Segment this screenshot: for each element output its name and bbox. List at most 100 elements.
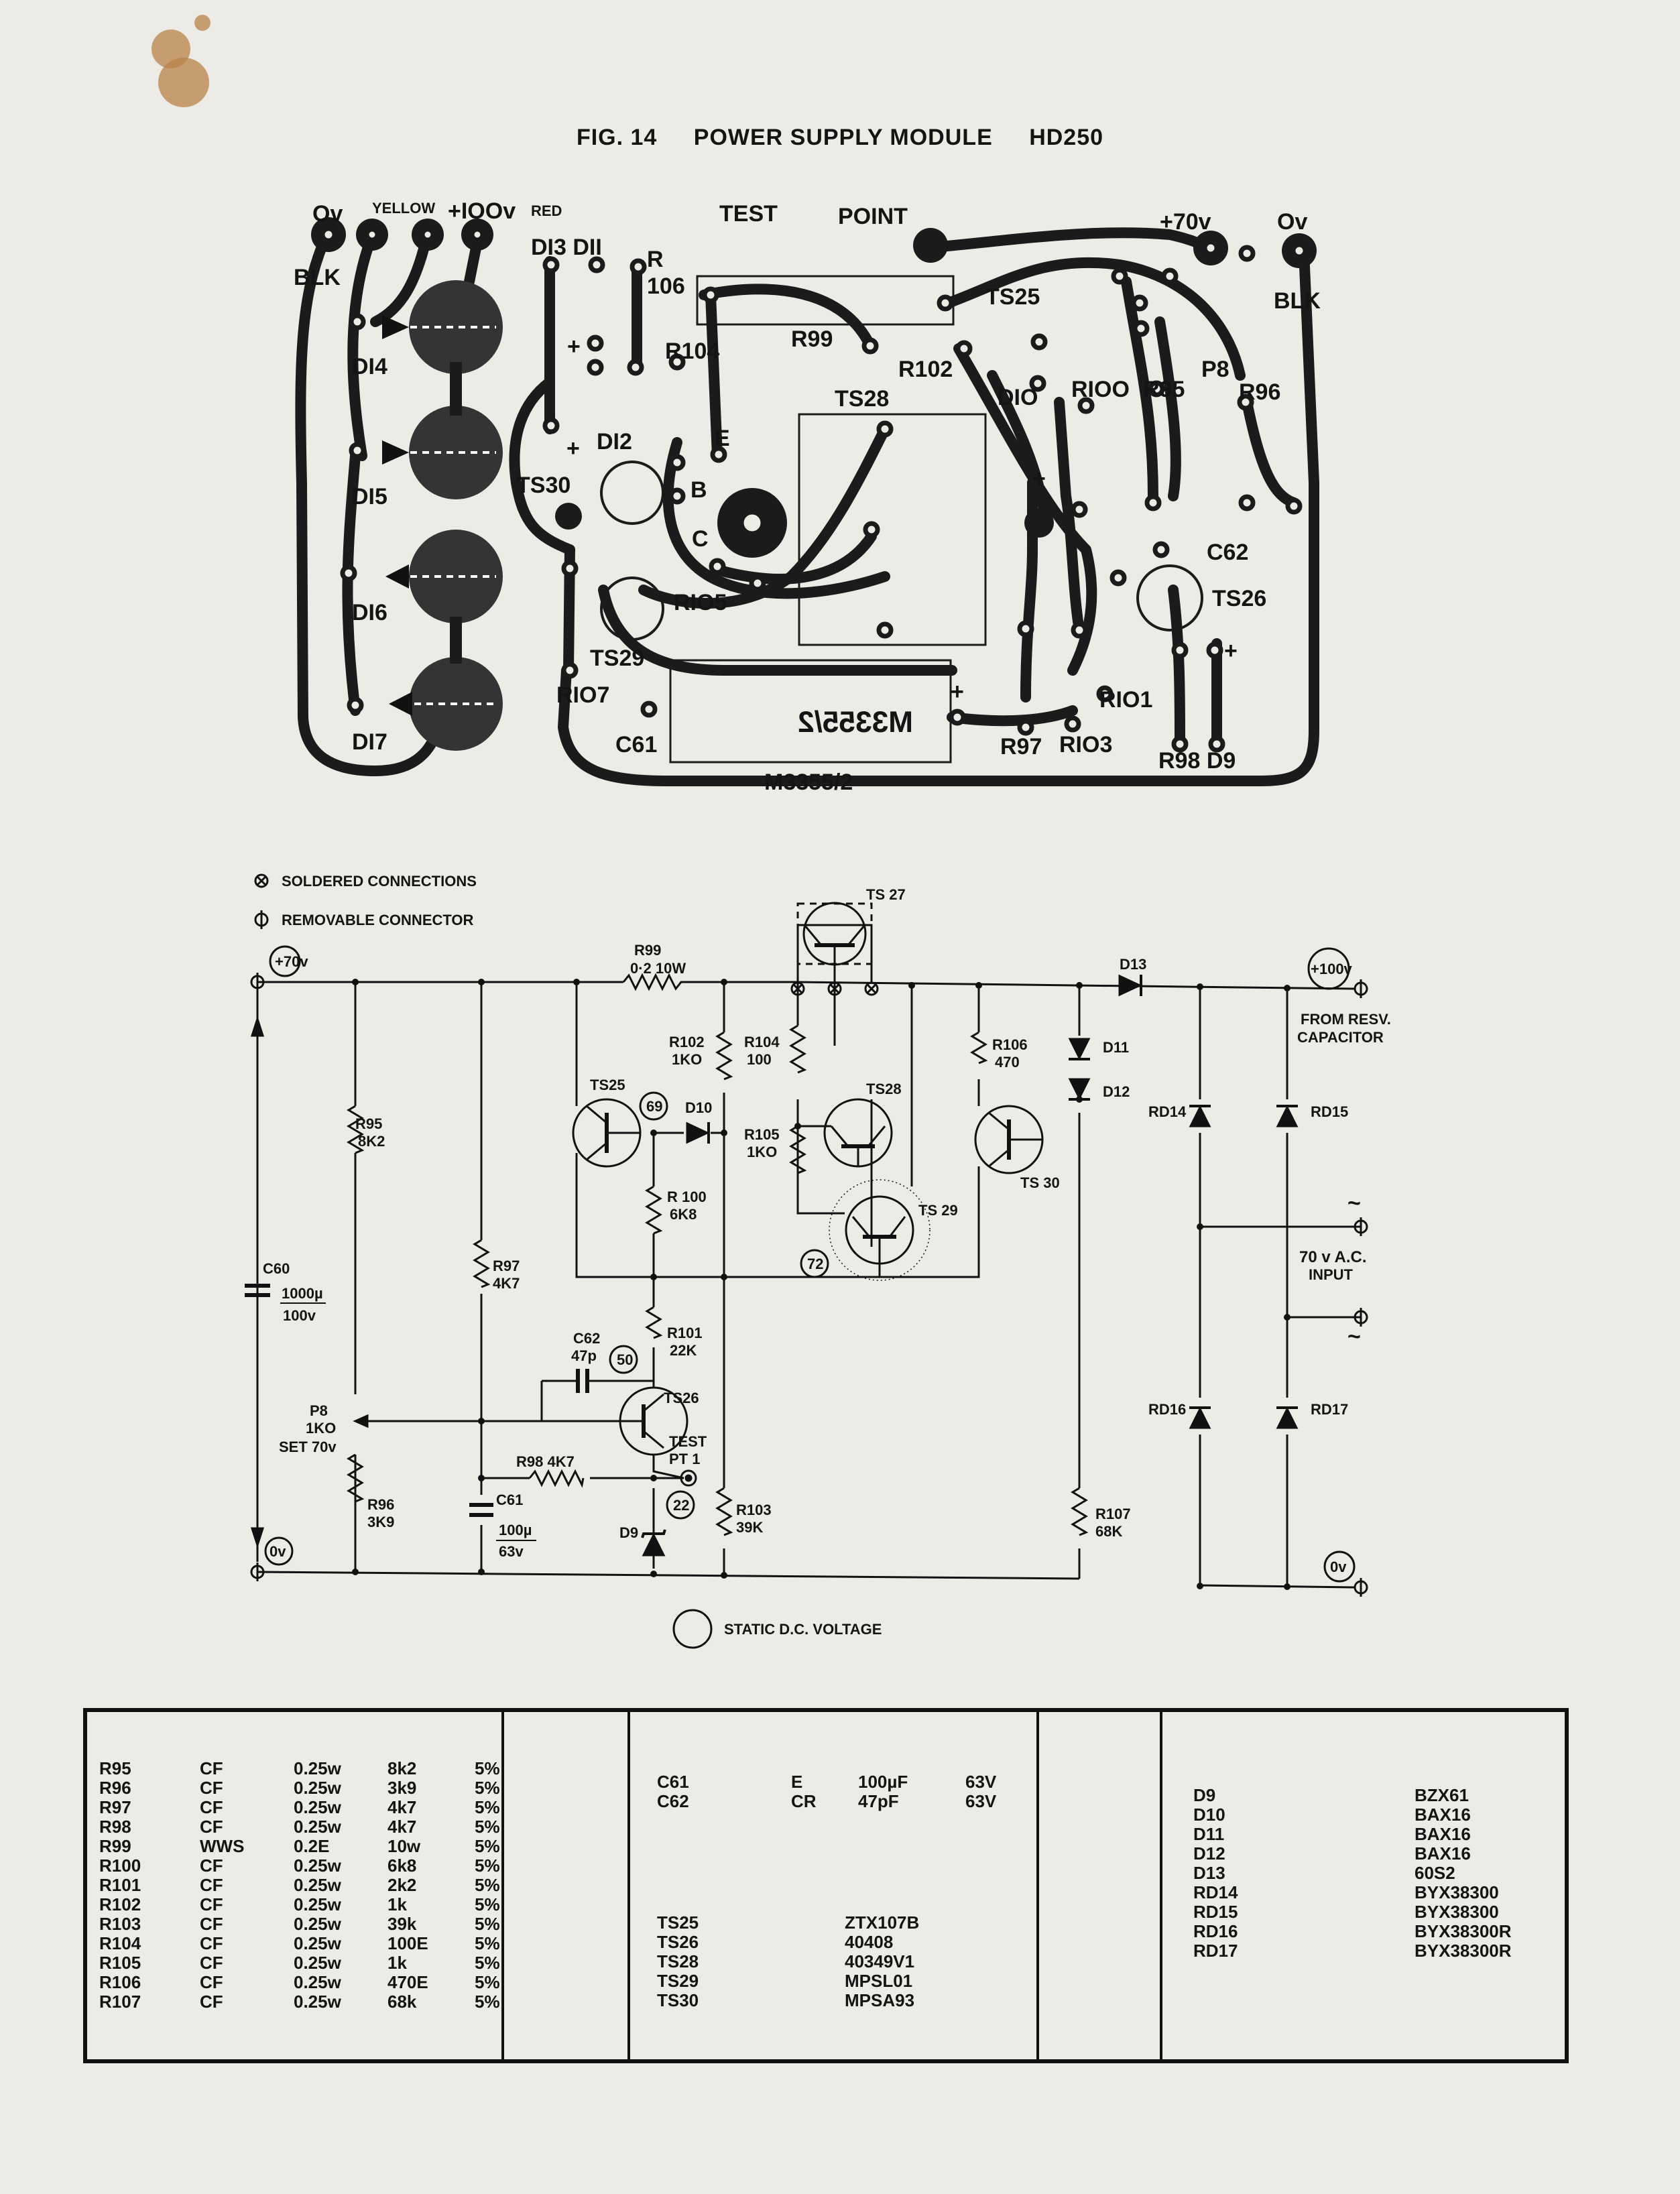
- sch-label-r105-value: 1KO: [747, 1144, 777, 1160]
- pcb-label-ov-right: Ov: [1277, 209, 1307, 235]
- table-divider: [501, 1712, 504, 2059]
- pcb-r106-outline: [696, 275, 955, 326]
- table-cell: RD16: [1193, 1921, 1238, 1941]
- sch-label-r97: R97: [493, 1258, 520, 1274]
- pcb-label-plus: +: [1032, 466, 1046, 491]
- sch-label-ts28: TS28: [866, 1081, 902, 1097]
- table-cell: 68k: [387, 1992, 417, 2012]
- pcb-trace: [1168, 585, 1185, 743]
- pcb-pad-hole: [739, 509, 766, 536]
- pcb-test-point-pad: [913, 228, 948, 263]
- pcb-label-r104: R104: [665, 339, 719, 364]
- pcb-label-board: M3355/2: [764, 770, 853, 795]
- schematic-labels: +70v +100v 0v 0v R99 0·2 10W TS 27 D13 F…: [263, 886, 1391, 1575]
- sch-label-input: INPUT: [1309, 1266, 1354, 1283]
- figure-title: FIG. 14 POWER SUPPLY MODULE HD250: [0, 125, 1680, 151]
- table-cell: CF: [200, 1933, 223, 1953]
- resistor-r103: [715, 1487, 733, 1536]
- sch-label-r100-value: 6K8: [670, 1206, 697, 1223]
- table-cell: 0.25w: [294, 1875, 341, 1895]
- pcb-label-ts30: TS30: [516, 473, 571, 498]
- table-cell: 0.25w: [294, 1953, 341, 1973]
- static-voltage-icon: [672, 1609, 713, 1649]
- table-cell: R103: [99, 1914, 141, 1934]
- resistor-r107: [1071, 1487, 1089, 1536]
- table-cell: 47pF: [858, 1791, 899, 1811]
- transistor-ts28-icon: [823, 1098, 893, 1168]
- table-cell: D10: [1193, 1805, 1225, 1825]
- diode-rd16-icon: [1189, 1406, 1211, 1429]
- pcb-label-r105: RIO5: [674, 590, 727, 615]
- pcb-small-pad: [627, 359, 644, 376]
- table-cell: BAX16: [1415, 1824, 1471, 1844]
- sch-label-r102-value: 1KO: [672, 1051, 702, 1068]
- sch-label-r101-value: 22K: [670, 1342, 697, 1359]
- pcb-trace: [1121, 276, 1158, 501]
- pcb-label-b: B: [691, 477, 707, 503]
- table-cell: CF: [200, 1914, 223, 1934]
- capacitor-c61: [469, 1503, 493, 1517]
- sch-label-100v: +100v: [1311, 961, 1353, 977]
- voltage-marker-69: [639, 1091, 668, 1121]
- pcb-small-pad: [542, 256, 560, 273]
- pcb-small-pad: [1017, 719, 1034, 736]
- sch-label-r96: R96: [367, 1496, 394, 1513]
- sch-label-d11: D11: [1103, 1039, 1129, 1056]
- pcb-pad-hole: [469, 227, 485, 243]
- schematic-components: [245, 902, 1368, 1597]
- table-cell: 5%: [475, 1894, 500, 1914]
- sch-label-r97-value: 4K7: [493, 1275, 520, 1292]
- pcb-pad-hole: [420, 227, 436, 243]
- resistor-r101: [645, 1306, 663, 1339]
- sch-label-p8-set: SET 70v: [279, 1439, 337, 1455]
- table-cell: C61: [657, 1772, 689, 1792]
- pcb-label-r95: R95: [1143, 377, 1185, 402]
- table-cell: 2k2: [387, 1875, 417, 1895]
- pcb-label-blk: BLK: [294, 265, 341, 290]
- table-cell: 0.25w: [294, 1992, 341, 2012]
- table-cell: R107: [99, 1992, 141, 2012]
- table-cell: BZX61: [1415, 1785, 1469, 1805]
- pcb-small-pad: [1285, 497, 1303, 515]
- pcb-trace: [947, 257, 1246, 381]
- table-cell: 0.25w: [294, 1778, 341, 1798]
- table-cell: RD17: [1193, 1941, 1238, 1961]
- pcb-small-pad: [668, 487, 686, 505]
- table-cell: MPSA93: [845, 1990, 915, 2010]
- table-cell: TS30: [657, 1990, 699, 2010]
- sch-label-d12: D12: [1103, 1083, 1130, 1100]
- sch-label-rd17: RD17: [1311, 1401, 1348, 1418]
- table-cell: R98: [99, 1817, 131, 1837]
- sch-label-0v: 0v: [1330, 1559, 1347, 1575]
- legend-removable: REMOVABLE CONNECTOR: [282, 912, 474, 928]
- pcb-label-plus: +: [951, 679, 964, 705]
- pcb-diode-arrow-icon: [382, 440, 409, 465]
- table-cell: 5%: [475, 1953, 500, 1973]
- diode-rd15-icon: [1276, 1105, 1299, 1128]
- sch-label-ts30: TS 30: [1020, 1174, 1060, 1191]
- pcb-small-pad: [949, 709, 966, 726]
- pcb-label-r107: RIO7: [556, 682, 609, 708]
- table-cell: 10w: [387, 1836, 421, 1856]
- pcb-label-d15: DI5: [352, 484, 387, 509]
- zener-d9-icon: [642, 1532, 666, 1557]
- sch-label-c61-voltage: 63v: [499, 1543, 524, 1560]
- pcb-diode-d14: [409, 280, 503, 374]
- table-cell: 0.25w: [294, 1933, 341, 1953]
- table-cell: D12: [1193, 1843, 1225, 1864]
- removable-connector-icon: [254, 910, 269, 929]
- table-cell: 5%: [475, 1817, 500, 1837]
- table-cell: 5%: [475, 1875, 500, 1895]
- pcb-ts28-outline: [798, 413, 987, 646]
- resistor-r106: [970, 1031, 988, 1064]
- transistor-ts26-icon: [619, 1386, 688, 1456]
